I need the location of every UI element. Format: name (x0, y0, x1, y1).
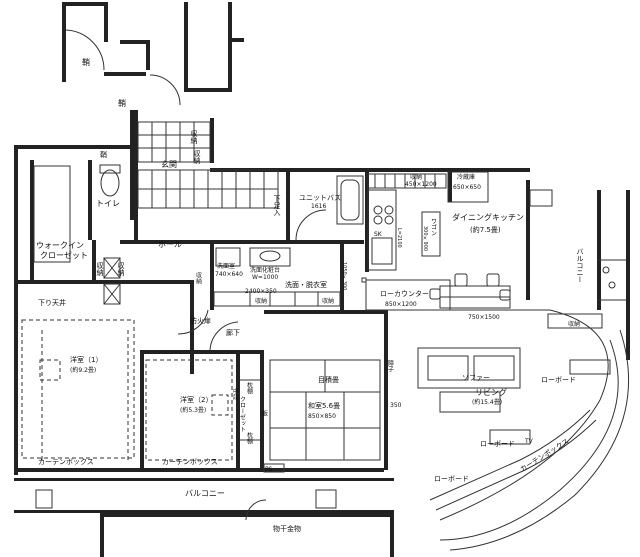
entry-tiles (137, 121, 279, 209)
label-low-counter: ローカウンター (380, 289, 429, 298)
label-storage-kitchen: 収納 (410, 173, 422, 181)
label-western2: 洋室（2） (180, 395, 212, 404)
label-curtain-box1: カーテンボックス (38, 458, 94, 466)
label-storage-b: 収納 (255, 297, 267, 305)
label-western1-size: (約9.2畳) (70, 366, 96, 374)
label-hall: ホール (158, 240, 182, 249)
label-western1: 洋室（1） (70, 355, 102, 364)
label-shoji: 障子 (387, 359, 394, 372)
label-low-counter-size: 850×1200 (385, 301, 417, 308)
label-hanging-shelf2: 枕棚 (246, 431, 253, 445)
label-shoes: 下足入 (273, 195, 281, 216)
label-hanging-shelf1: 枕棚 (246, 381, 253, 395)
label-unit-bath: ユニットバス (299, 194, 341, 202)
label-board: 板 (261, 409, 268, 417)
label-walkin-line2: クローゼット (40, 250, 88, 260)
label-dim-1050: 1050×300 (341, 262, 347, 290)
label-storage-left2: 収納 (96, 262, 104, 277)
label-corridor: 廊下 (226, 328, 240, 337)
label-western2-size: (約5.3畳) (180, 406, 206, 414)
label-ps: PS (265, 466, 273, 473)
lowered-ceiling-lines (21, 319, 233, 461)
label-unit-bath-size: 1616 (311, 203, 326, 210)
fixtures (21, 29, 630, 551)
label-storage-top: 収納 (190, 130, 198, 145)
label-storage-left3: 収納 (117, 262, 125, 277)
label-walkin: ウォークインクローゼット (36, 241, 88, 260)
label-wing2: 鞘 (118, 98, 126, 108)
label-laundry-size: 740×640 (215, 271, 243, 278)
label-wing1: 鞘 (82, 57, 90, 67)
label-sofa: ソファー (462, 374, 490, 382)
walls (14, 2, 630, 557)
label-balcony-right: バルコニー (576, 248, 584, 283)
label-tokonoma: 目積畳 (318, 375, 339, 384)
label-living: リビング (475, 387, 507, 397)
label-toilet: トイレ (96, 199, 120, 208)
label-tv: TV (524, 438, 534, 445)
label-dim-2400: 2400×350 (245, 288, 277, 295)
label-fire-door: 防火扉 (190, 316, 211, 325)
label-storage-c: 収納 (322, 297, 334, 305)
label-dim-350: 350 (390, 402, 402, 409)
label-storage-kitchen-size: 450×1200 (405, 181, 437, 188)
label-l2100: L=2100 (396, 228, 402, 248)
label-low-board3: ローボード (434, 475, 469, 483)
label-lowered-ceiling: 下り天井 (38, 298, 66, 307)
label-laundry-hardware: 物干金物 (273, 524, 301, 533)
label-storage-mid: 中段 (232, 387, 239, 401)
label-low-board2: ローボード (480, 440, 515, 448)
label-dim-750: 750×1500 (468, 314, 500, 321)
label-dining-kitchen: ダイニングキッチン (452, 212, 524, 222)
label-wing3: 鞘 (100, 150, 107, 159)
label-wagon-size: 300×900 (422, 226, 428, 251)
label-sanitary: 洗面・脱衣室 (285, 280, 327, 289)
label-laundry: 洗面室 (217, 262, 235, 270)
label-wagon: ワゴン (430, 218, 437, 236)
label-walkin-line1: ウォークイン (36, 241, 84, 250)
label-fridge-size: 650×650 (453, 184, 481, 191)
label-vanity-size: W=1000 (252, 274, 278, 281)
label-storage-right: 収納 (568, 320, 580, 328)
label-low-board1: ローボード (541, 376, 576, 384)
label-genkan: 玄関 (161, 159, 177, 169)
label-sk: SK (374, 231, 383, 238)
label-fridge: 冷蔵庫 (457, 173, 475, 181)
label-washitsu-size: 850×850 (308, 413, 336, 420)
label-living-size: (約15.4畳) (472, 398, 502, 406)
label-closet: クローゼット (239, 396, 246, 432)
label-storage-a: 収納 (195, 272, 202, 285)
label-washitsu: 和室5.6畳 (308, 401, 340, 410)
label-storage-left1: 収納 (193, 150, 201, 165)
label-balcony-bottom: バルコニー (185, 489, 225, 498)
label-vanity: 洗面化粧台 (250, 266, 280, 274)
room-labels: 鞘 鞘 収納 玄関 収納 鞘 トイレ 下足入 ウォークインクローゼット ホール … (36, 57, 584, 533)
label-curtain-box2: カーテンボックス (162, 458, 218, 466)
label-dining-kitchen-size: (約7.5畳) (470, 225, 501, 234)
